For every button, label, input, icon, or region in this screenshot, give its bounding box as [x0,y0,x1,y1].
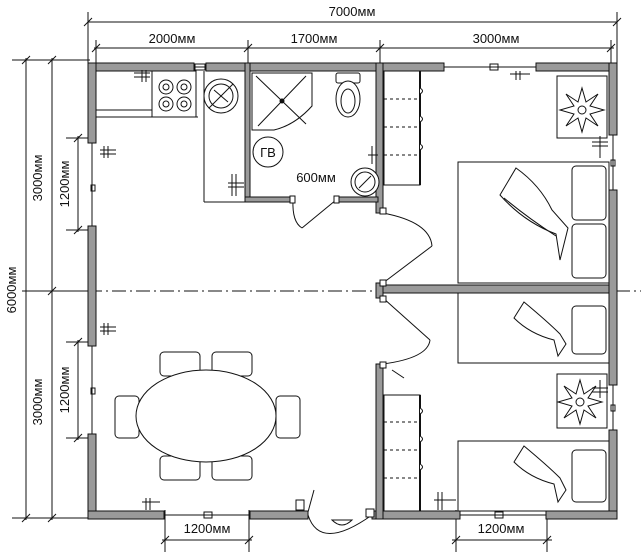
window-frames [90,63,616,519]
toilet-icon [335,72,361,118]
wardrobe-top [383,70,423,186]
dim-door-bath: 600мм [296,170,336,185]
stove-icon [158,79,192,112]
nightstand-plant-bottom-icon [556,373,608,429]
kitchen-pipes-icon [134,70,150,82]
dining-table [114,351,301,481]
water-heater-icon [252,136,284,168]
dim-total-width: 7000мм [329,4,376,19]
dim-height-top: 3000мм [30,155,45,202]
dim-seg-right: 3000мм [473,31,520,46]
entrance-door-icon [295,489,375,534]
dim-window-left-top: 1200мм [57,161,72,208]
dim-total-height: 6000мм [4,267,19,314]
dim-seg-left: 2000мм [149,31,196,46]
shower-tray-icon [251,72,313,131]
dim-seg-mid: 1700мм [291,31,338,46]
bathroom-sink-icon [350,167,380,197]
nightstand-plant-top-icon [556,75,608,139]
dim-height-bottom: 3000мм [30,379,45,426]
bedroom-door-bottom-icon [379,295,431,369]
bedroom-door-top-icon [379,207,433,287]
bed-bottom [457,440,610,512]
bed-middle [457,292,610,364]
dimension-lines [12,12,622,552]
kitchen-sink-icon [203,78,239,114]
water-heater-label: ГВ [260,145,276,160]
radiators [100,71,608,510]
dim-window-bottom-left: 1200мм [184,521,231,536]
bath-pipes-icon [228,146,378,196]
dim-window-left-bottom: 1200мм [57,367,72,414]
bathroom-door-icon [289,195,340,229]
dim-window-bottom-right: 1200мм [478,521,525,536]
kitchen-counter [95,70,245,203]
bed-top [457,161,610,284]
wardrobe-bottom [383,394,423,512]
